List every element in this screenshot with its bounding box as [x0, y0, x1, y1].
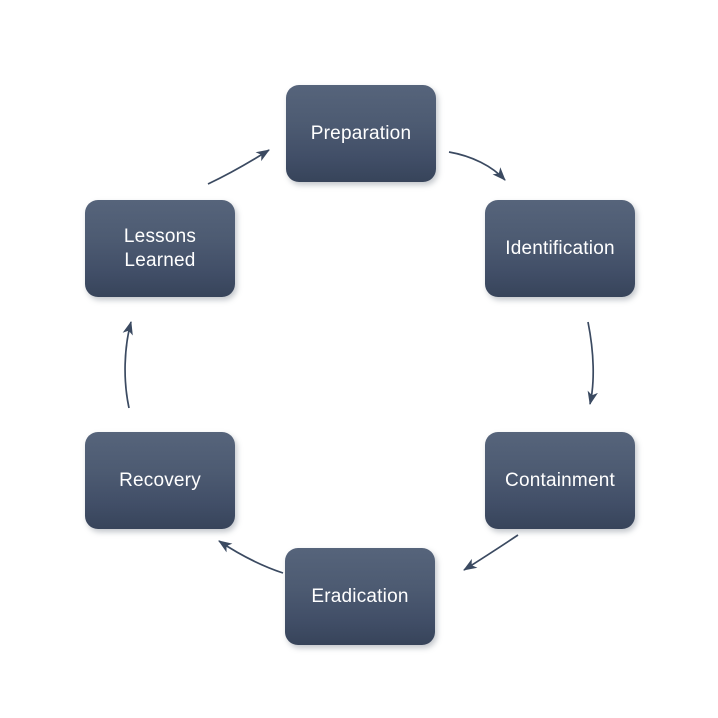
node-lessons-learned-label: Lessons Learned: [123, 226, 197, 271]
node-eradication[interactable]: Eradication: [285, 548, 435, 645]
node-identification[interactable]: Identification: [485, 200, 635, 297]
node-eradication-label: Eradication: [311, 585, 409, 607]
node-recovery-label: Recovery: [119, 469, 201, 491]
arrow-eradication-recovery: [218, 540, 284, 574]
arrow-identification-containment: [587, 321, 598, 405]
node-recovery[interactable]: Recovery: [85, 432, 235, 529]
node-containment-label: Containment: [505, 469, 615, 491]
node-identification-label: Identification: [505, 237, 615, 259]
node-containment[interactable]: Containment: [485, 432, 635, 529]
arrow-lessons-preparation: [207, 149, 270, 185]
arrow-containment-eradication: [463, 534, 519, 571]
node-lessons-learned[interactable]: Lessons Learned: [85, 200, 235, 297]
arrow-preparation-identification: [448, 151, 506, 181]
node-preparation-label: Preparation: [310, 122, 412, 144]
node-preparation[interactable]: Preparation: [286, 85, 436, 182]
arrow-recovery-lessons: [122, 321, 133, 409]
